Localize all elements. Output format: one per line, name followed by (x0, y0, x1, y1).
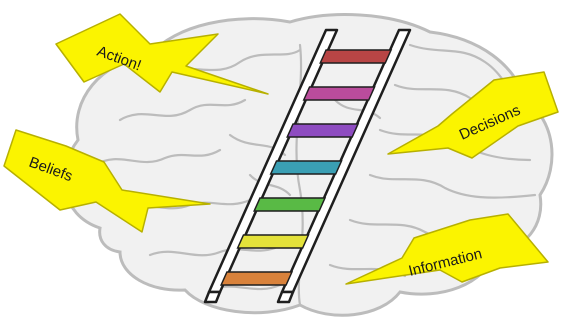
rung-green (254, 198, 325, 211)
rung-magenta (304, 87, 375, 100)
ladder-right-rail-side (278, 292, 293, 302)
rung-yellow (238, 235, 309, 248)
rung-teal (271, 161, 342, 174)
rung-orange (221, 272, 292, 285)
rung-red (320, 50, 391, 63)
rung-purple (287, 124, 358, 137)
ladder-left-rail-side (205, 292, 220, 302)
